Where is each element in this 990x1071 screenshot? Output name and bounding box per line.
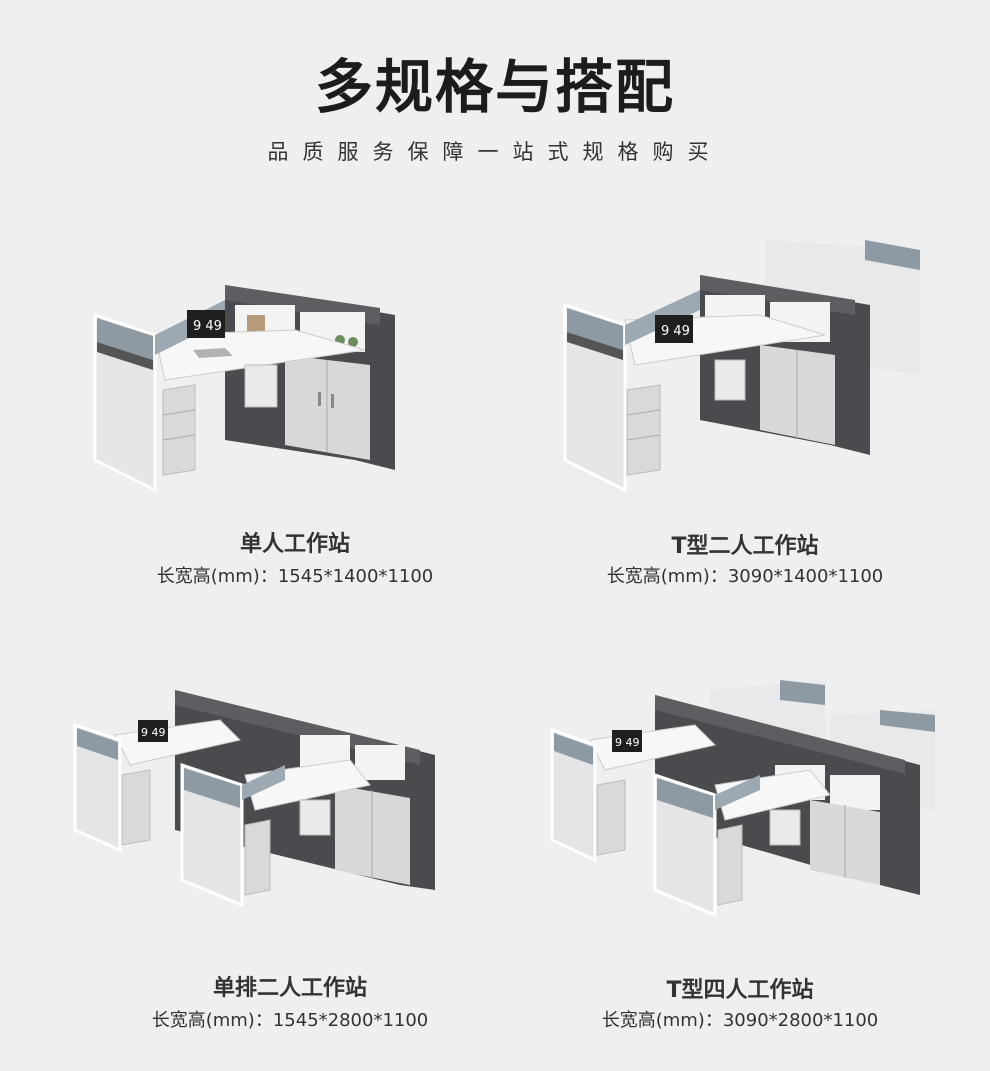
product-name: 单排二人工作站 — [212, 976, 367, 1001]
product-spec: 长宽高(mm)：3090*1400*1100 — [606, 566, 884, 587]
page-title: 多规格与搭配 — [314, 53, 675, 121]
product-name: 单人工作站 — [239, 532, 350, 557]
monitor-clock: 9 49 — [141, 726, 166, 739]
product-card-t-two[interactable]: 9 49 T型二人工作站 长宽高(mm)：3090*1400*1100 — [525, 230, 965, 600]
product-card-row-two[interactable]: 9 49 单排二人工作站 长宽高(mm)：1545*2800*1100 — [70, 690, 510, 1040]
product-spec: 长宽高(mm)：3090*2800*1100 — [601, 1010, 879, 1031]
product-card-t-four[interactable]: 9 49 T型四人工作站 长宽高(mm)：3090*2800*1100 — [520, 670, 960, 1040]
page-subtitle: 品质服务保障一站式规格购买 — [267, 140, 723, 164]
workstation-image: 9 49 — [73, 690, 435, 908]
product-spec: 长宽高(mm)：1545*1400*1100 — [156, 566, 434, 587]
workstation-image: 9 49 — [550, 680, 935, 918]
workstation-image: 9 49 — [563, 240, 920, 493]
monitor-clock: 9 49 — [661, 324, 690, 339]
monitor-clock: 9 49 — [615, 736, 640, 749]
product-spec: 长宽高(mm)：1545*2800*1100 — [151, 1010, 429, 1031]
monitor-clock: 9 49 — [193, 319, 222, 334]
product-name: T型四人工作站 — [666, 978, 814, 1003]
workstation-image: 9 49 — [93, 285, 395, 493]
product-card-single[interactable]: 9 49 单人工作站 长宽高(mm)：1545*1400*1100 — [75, 270, 515, 600]
product-name: T型二人工作站 — [671, 534, 819, 559]
